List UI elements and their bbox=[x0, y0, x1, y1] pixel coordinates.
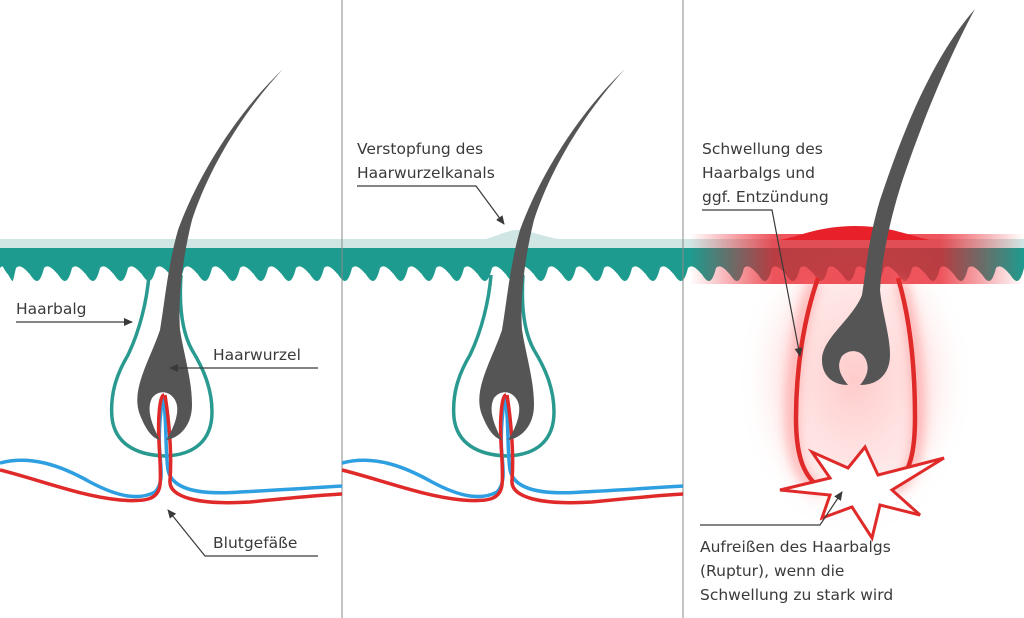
inflamed-skin bbox=[690, 234, 1024, 284]
label-verstopfung-line2: Haarwurzelkanals bbox=[357, 164, 495, 182]
arrow-icon bbox=[700, 491, 843, 526]
hair-shaft bbox=[822, 9, 975, 385]
label-ruptur-line3: Schwellung zu stark wird bbox=[700, 586, 893, 604]
label-blutgefaesse: Blutgefäße bbox=[213, 534, 297, 552]
arrow-icon bbox=[167, 509, 318, 557]
label-schwellung-line2: Haarbalgs und bbox=[702, 164, 815, 182]
blood-vessel-red bbox=[0, 393, 165, 503]
hair-follicle bbox=[451, 274, 556, 458]
arrow-icon bbox=[357, 185, 505, 225]
label-haarbalg: Haarbalg bbox=[16, 300, 87, 318]
label-ruptur-line1: Aufreißen des Haarbalgs bbox=[700, 538, 891, 556]
hair-shaft bbox=[137, 69, 283, 440]
label-schwellung-line3: ggf. Entzündung bbox=[702, 188, 829, 206]
swollen-hair-follicle bbox=[793, 277, 821, 488]
blood-vessel-blue bbox=[503, 394, 684, 495]
panel-3-inflammation: Schwellung des Haarbalgs und ggf. Entzün… bbox=[690, 9, 1024, 604]
panel-1-normal: Haarbalg Haarwurzel Blutgefäße bbox=[0, 69, 343, 557]
swollen-skin-bump bbox=[780, 226, 930, 240]
blood-vessel-blue bbox=[161, 394, 343, 495]
panel-2-blockage: Verstopfung des Haarwurzelkanals bbox=[341, 69, 684, 505]
label-verstopfung-line1: Verstopfung des bbox=[357, 140, 483, 158]
label-ruptur-line2: (Ruptur), wenn die bbox=[700, 562, 844, 580]
hair-follicle bbox=[109, 274, 214, 458]
arrow-icon bbox=[702, 209, 803, 357]
hair-shaft bbox=[479, 69, 625, 440]
label-schwellung-line1: Schwellung des bbox=[702, 140, 823, 158]
skin-surface bbox=[0, 239, 1024, 248]
blood-vessel-red bbox=[341, 393, 507, 503]
rupture-star-icon bbox=[779, 444, 945, 542]
label-haarwurzel: Haarwurzel bbox=[213, 346, 301, 364]
